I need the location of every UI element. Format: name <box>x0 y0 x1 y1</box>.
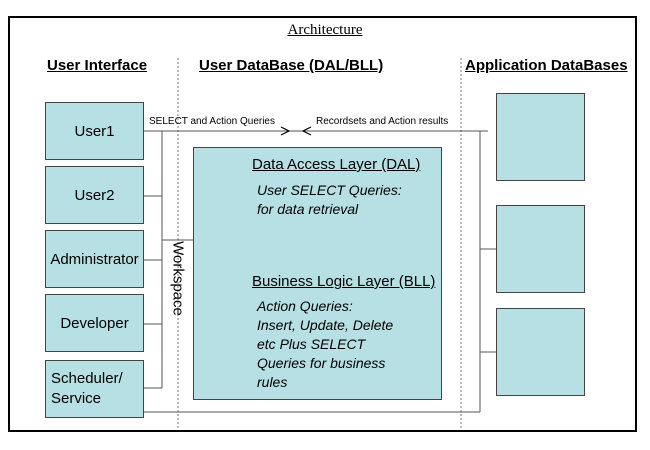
user-box-developer: Developer <box>45 294 144 352</box>
scheduler-service-label: Scheduler/ Service <box>51 370 123 407</box>
user-box-scheduler-service: Scheduler/ Service <box>45 360 144 418</box>
workspace-label: Workspace <box>169 241 187 316</box>
bll-body: Action Queries: Insert, Update, Delete e… <box>257 298 394 390</box>
diagram-title: Architecture <box>287 22 363 38</box>
user-box-user2: User2 <box>45 166 144 224</box>
user-box-administrator: Administrator <box>45 230 144 288</box>
column-header-user-interface: User Interface <box>47 57 148 74</box>
app-database-box-1 <box>496 93 585 181</box>
app-database-box-2 <box>496 205 585 293</box>
column-header-user-database: User DataBase (DAL/BLL) <box>199 57 384 74</box>
user-box-user1: User1 <box>45 102 144 160</box>
select-queries-label: SELECT and Action Queries <box>149 116 275 127</box>
bll-title: Business Logic Layer (BLL) <box>252 273 436 290</box>
column-header-application-databases: Application DataBases <box>465 57 628 74</box>
administrator-label: Administrator <box>50 250 139 268</box>
results-arrow-head <box>301 126 312 136</box>
dal-title: Data Access Layer (DAL) <box>252 156 421 173</box>
dal-body: User SELECT Queries: for data retrieval <box>257 182 402 217</box>
select-arrow-head <box>280 126 291 136</box>
developer-label: Developer <box>60 314 129 332</box>
recordsets-label: Recordsets and Action results <box>316 116 449 127</box>
app-database-box-3 <box>496 308 585 396</box>
user1-label: User1 <box>74 122 115 140</box>
workspace-box <box>193 147 442 400</box>
user2-label: User2 <box>74 186 115 204</box>
